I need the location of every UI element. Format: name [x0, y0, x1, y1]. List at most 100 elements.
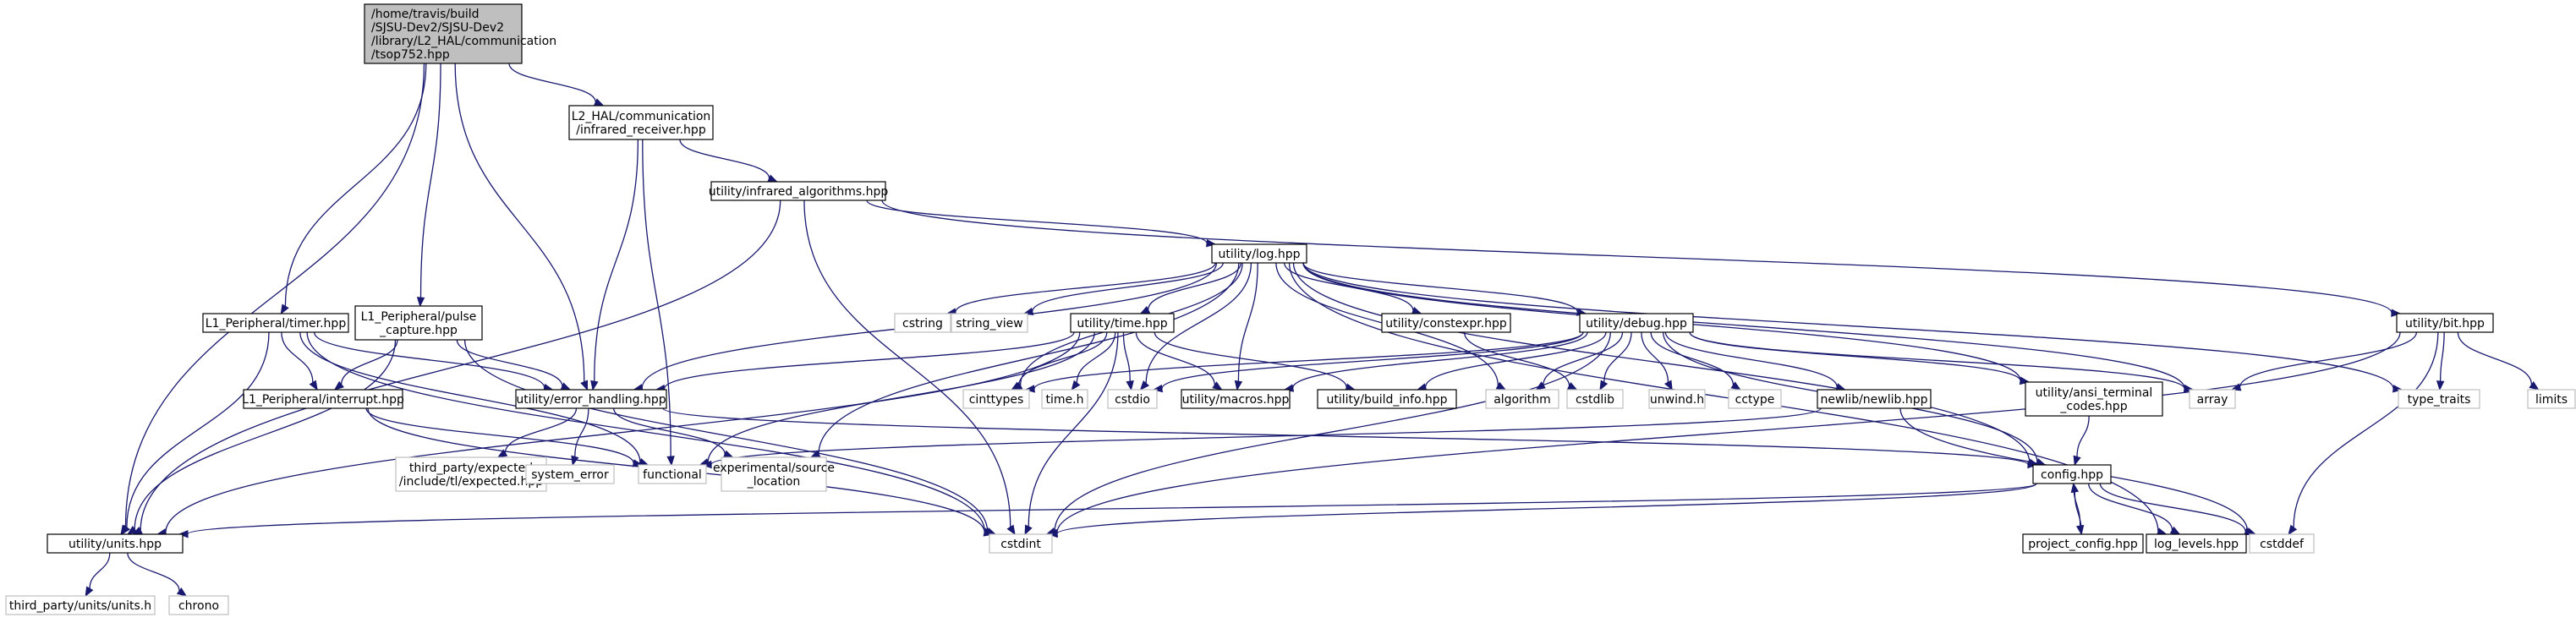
node-box	[1070, 313, 1175, 333]
node-label: log_levels.hpp	[2154, 538, 2239, 551]
node-debug[interactable]: utility/debug.hpp	[1579, 313, 1694, 333]
node-box	[1211, 243, 1307, 264]
node-label: utility/bit.hpp	[2405, 317, 2485, 331]
node-pulse[interactable]: L1_Peripheral/pulse_capture.hpp	[354, 305, 483, 341]
node-label: algorithm	[1494, 393, 1551, 407]
node-log-levels[interactable]: log_levels.hpp	[2146, 533, 2247, 554]
node-label: utility/debug.hpp	[1586, 317, 1687, 331]
edge-log-to-debug	[1302, 262, 1587, 316]
edge-time-to-cstdint	[1024, 331, 1119, 536]
edge-time-to-time_h	[1071, 331, 1116, 391]
edge-debug-to-array	[1689, 331, 2195, 393]
node-label: project_config.hpp	[2028, 538, 2138, 551]
node-label: utility/infrared_algorithms.hpp	[709, 185, 889, 199]
node-label: time.h	[1046, 393, 1084, 407]
node-box	[2022, 533, 2144, 554]
node-label: third_party/units/units.h	[9, 599, 151, 613]
edge-ir_recv-to-ir_algo	[679, 139, 778, 183]
edge-time-to-macros	[1135, 331, 1223, 391]
node-interrupt[interactable]: L1_Peripheral/interrupt.hpp	[242, 389, 404, 409]
node-box	[989, 533, 1053, 554]
node-cstring: cstring	[894, 313, 951, 333]
node-expected: third_party/expected/include/tl/expected…	[395, 456, 547, 492]
edge-config-to-cstdint	[1047, 483, 2037, 538]
node-timer[interactable]: L1_Peripheral/timer.hpp	[202, 313, 349, 333]
node-type-traits: type_traits	[2398, 389, 2480, 409]
edge-log-to-config	[1292, 262, 2039, 467]
edge-timer-to-interrupt	[281, 331, 318, 391]
node-box	[1579, 313, 1694, 333]
edge-root-to-timer	[280, 63, 427, 315]
node-label: chrono	[178, 599, 219, 613]
node-label: cstdint	[1000, 538, 1041, 551]
node-units[interactable]: utility/units.hpp	[47, 533, 184, 554]
node-time[interactable]: utility/time.hpp	[1070, 313, 1175, 333]
node-functional: functional	[638, 464, 707, 484]
node-box	[2398, 389, 2480, 409]
node-label: /library/L2_HAL/communication	[371, 35, 556, 48]
edge-bit-to-limits	[2457, 331, 2540, 391]
node-label: utility/log.hpp	[1219, 248, 1301, 261]
node-config[interactable]: config.hpp	[2032, 464, 2112, 484]
node-label: utility/macros.hpp	[1182, 393, 1290, 407]
node-macros[interactable]: utility/macros.hpp	[1181, 389, 1291, 409]
node-label: L1_Peripheral/interrupt.hpp	[242, 393, 404, 407]
node-box	[515, 389, 667, 409]
node-ansi[interactable]: utility/ansi_terminal_codes.hpp	[2025, 381, 2163, 417]
node-box	[1566, 389, 1624, 409]
node-label: utility/ansi_terminal	[2036, 386, 2153, 400]
node-ir-algo[interactable]: utility/infrared_algorithms.hpp	[709, 181, 889, 201]
edge-ir_algo-to-log	[866, 199, 1217, 248]
node-box	[1381, 313, 1511, 333]
node-label: limits	[2535, 393, 2568, 407]
node-label: L1_Peripheral/pulse	[361, 310, 477, 324]
node-box	[1317, 389, 1457, 409]
edge-debug-to-cctype	[1650, 331, 1742, 391]
node-log[interactable]: utility/log.hpp	[1211, 243, 1307, 264]
node-project-config[interactable]: project_config.hpp	[2022, 533, 2144, 554]
node-root[interactable]: /home/travis/build/SJSU-Dev2/SJSU-Dev2/l…	[364, 3, 556, 64]
node-label: _location	[747, 475, 801, 489]
node-exp-source: experimental/source_location	[713, 456, 835, 492]
edge-ir_algo-to-cstdint	[803, 199, 1016, 536]
node-box	[525, 464, 615, 484]
edge-log-to-string_view	[1022, 262, 1224, 315]
edge-ir_recv-to-functional	[642, 139, 675, 467]
node-cstdio: cstdio	[1107, 389, 1158, 409]
edge-log-to-constexpr	[1284, 262, 1422, 314]
node-box	[2189, 389, 2236, 409]
node-box	[2396, 313, 2494, 333]
node-box	[202, 313, 349, 333]
node-cstdint: cstdint	[989, 533, 1053, 554]
node-err[interactable]: utility/error_handling.hpp	[515, 389, 667, 409]
node-box	[1041, 389, 1088, 409]
node-label: third_party/expected	[409, 462, 533, 475]
edge-bit-to-type_traits	[2436, 331, 2445, 391]
node-label: utility/error_handling.hpp	[516, 393, 666, 407]
node-box	[364, 3, 523, 64]
node-label: functional	[643, 468, 702, 482]
edge-config-to-cstddef	[2099, 483, 2255, 536]
edge-debug-to-unwind	[1641, 331, 1673, 391]
edge-ir_algo-to-bit	[881, 199, 2402, 317]
node-label: cctype	[1735, 393, 1775, 407]
node-label: cinttypes	[969, 393, 1024, 407]
node-third-units: third_party/units/units.h	[5, 595, 156, 615]
node-bit[interactable]: utility/bit.hpp	[2396, 313, 2494, 333]
node-newlib[interactable]: newlib/newlib.hpp	[1817, 389, 1932, 409]
edge-debug-to-cstdlib	[1599, 331, 1632, 391]
node-ir-recv[interactable]: L2_HAL/communication/infrared_receiver.h…	[568, 105, 714, 140]
node-cstdlib: cstdlib	[1566, 389, 1624, 409]
node-constexpr[interactable]: utility/constexpr.hpp	[1381, 313, 1511, 333]
node-label: utility/build_info.hpp	[1326, 393, 1447, 407]
node-box	[5, 595, 156, 615]
edge-project_config-to-config	[2070, 482, 2082, 535]
node-string-view: string_view	[951, 313, 1028, 333]
node-cstddef: cstddef	[2249, 533, 2315, 554]
node-box	[243, 389, 403, 409]
node-build-info[interactable]: utility/build_info.hpp	[1317, 389, 1457, 409]
node-time-h: time.h	[1041, 389, 1088, 409]
node-label: unwind.h	[1650, 393, 1704, 407]
edges-layer	[85, 63, 2540, 598]
edge-constexpr-to-cstdlib	[1463, 331, 1578, 391]
